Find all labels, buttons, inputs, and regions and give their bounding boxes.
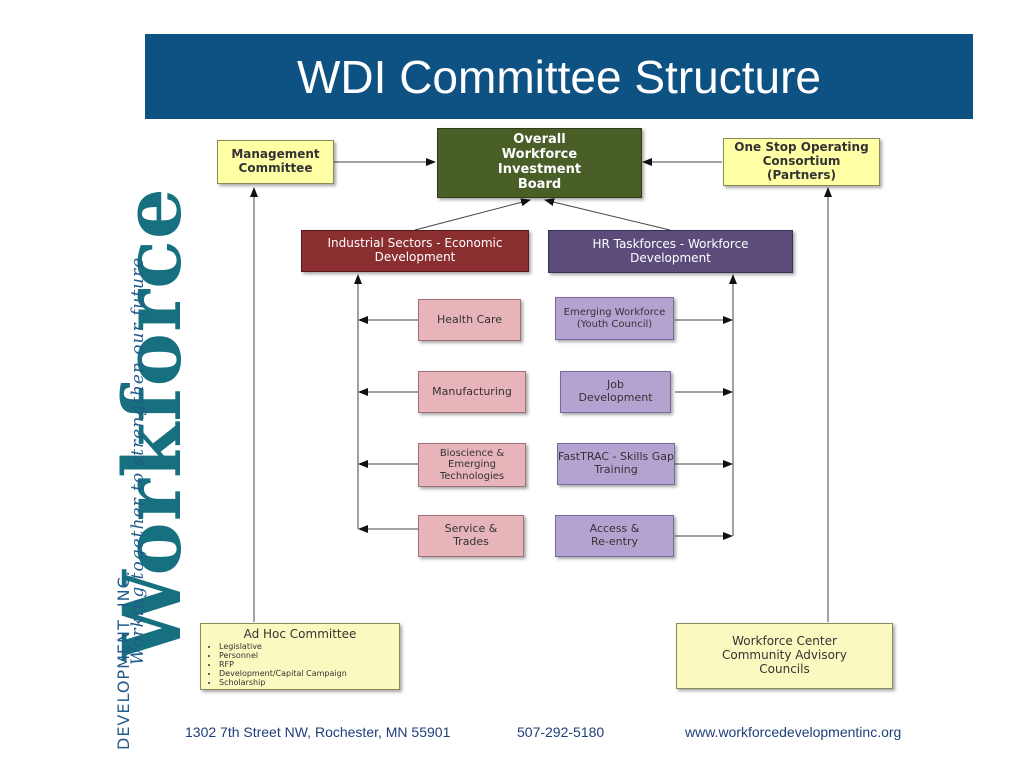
- footer-phone: 507-292-5180: [517, 724, 605, 740]
- fasttrac-label: FastTRAC - Skills Gap Training: [558, 450, 674, 476]
- arrow-industrial-board: [414, 198, 531, 231]
- industrial-sectors-box: Industrial Sectors - Economic Developmen…: [301, 230, 529, 272]
- list-item: Development/Capital Campaign: [219, 669, 399, 678]
- emerging-workforce-label: Emerging Workforce (Youth Council): [563, 307, 666, 330]
- job-development-label: Job Development: [578, 378, 653, 404]
- job-development-box: Job Development: [560, 371, 671, 413]
- page-title-text: WDI Committee Structure: [297, 50, 821, 103]
- workforce-center-label: Workforce Center Community Advisory Coun…: [722, 634, 847, 676]
- page-title: WDI Committee Structure: [145, 34, 973, 119]
- manufacturing-box: Manufacturing: [418, 371, 526, 413]
- footer-address: 1302 7th Street NW, Rochester, MN 55901: [185, 724, 451, 740]
- board-label: Overall Workforce Investment Board: [497, 132, 582, 192]
- access-reentry-box: Access & Re-entry: [555, 515, 674, 557]
- ad-hoc-title: Ad Hoc Committee: [243, 627, 357, 641]
- hr-taskforces-box: HR Taskforces - Workforce Development: [548, 230, 793, 273]
- consortium-box: One Stop Operating Consortium (Partners): [723, 138, 880, 186]
- footer-website[interactable]: www.workforcedevelopmentinc.org: [685, 724, 902, 740]
- fasttrac-box: FastTRAC - Skills Gap Training: [557, 443, 675, 485]
- hr-taskforces-label: HR Taskforces - Workforce Development: [592, 236, 749, 265]
- list-item: RFP: [219, 660, 399, 669]
- health-care-label: Health Care: [436, 312, 503, 326]
- ad-hoc-list: Legislative Personnel RFP Development/Ca…: [201, 642, 399, 687]
- emerging-workforce-box: Emerging Workforce (Youth Council): [555, 297, 674, 340]
- manufacturing-label: Manufacturing: [432, 384, 512, 398]
- workforce-center-box: Workforce Center Community Advisory Coun…: [676, 623, 893, 689]
- industrial-sectors-label: Industrial Sectors - Economic Developmen…: [327, 236, 503, 264]
- health-care-box: Health Care: [418, 299, 521, 341]
- bioscience-box: Bioscience & Emerging Technologies: [418, 443, 526, 487]
- arrow-hr-board: [544, 198, 671, 231]
- access-reentry-label: Access & Re-entry: [589, 522, 640, 548]
- ad-hoc-committee-box: Ad Hoc Committee Legislative Personnel R…: [200, 623, 400, 690]
- management-committee-box: Management Committee: [217, 140, 334, 184]
- management-committee-label: Management Committee: [231, 147, 320, 175]
- bioscience-label: Bioscience & Emerging Technologies: [439, 447, 505, 482]
- consortium-label: One Stop Operating Consortium (Partners): [734, 140, 869, 182]
- board-box: Overall Workforce Investment Board: [437, 128, 642, 198]
- list-item: Personnel: [219, 651, 399, 660]
- list-item: Scholarship: [219, 678, 399, 687]
- service-trades-box: Service & Trades: [418, 515, 524, 557]
- service-trades-label: Service & Trades: [444, 522, 498, 548]
- list-item: Legislative: [219, 642, 399, 651]
